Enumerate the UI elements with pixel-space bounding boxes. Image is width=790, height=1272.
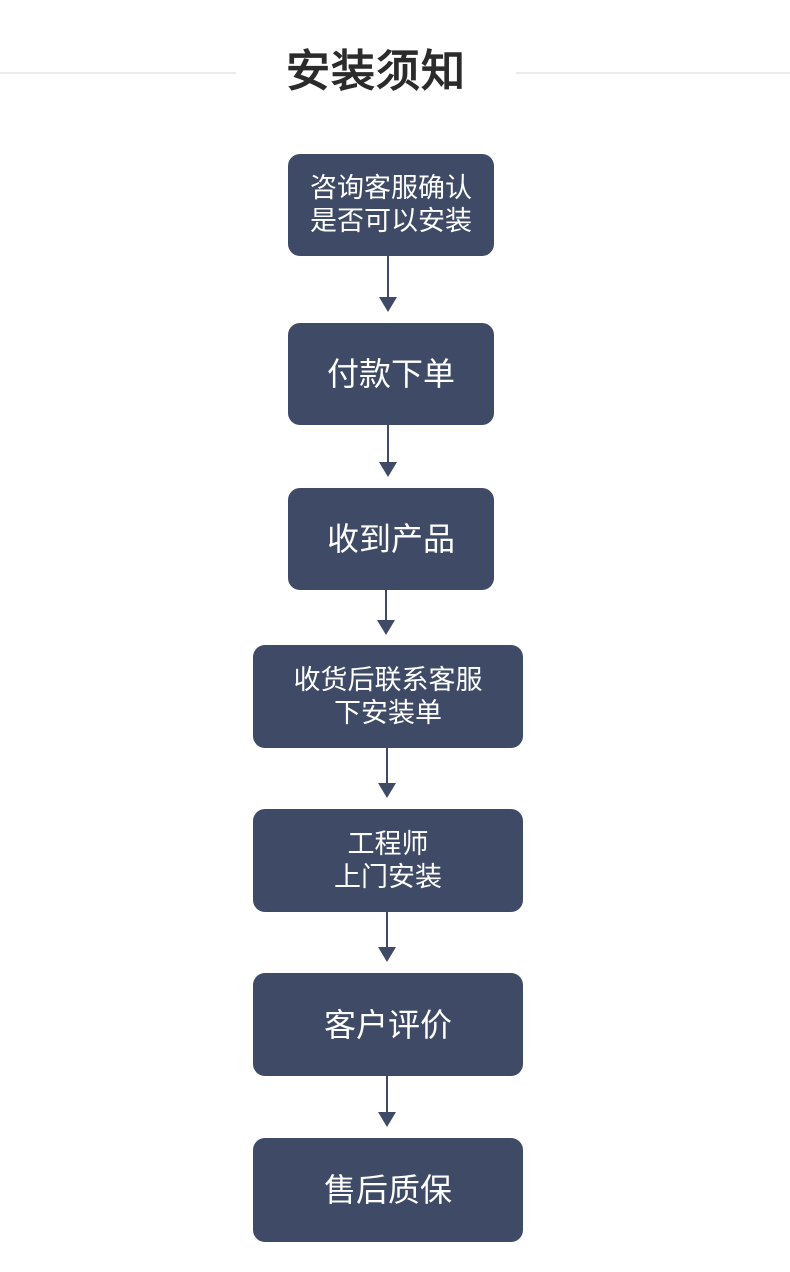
arrowhead-icon: [379, 297, 397, 312]
flow-step-line: 收货后联系客服: [293, 664, 483, 696]
arrowhead-icon: [378, 1112, 396, 1127]
flow-step-line: 下安装单: [334, 697, 442, 729]
flow-step-line: 是否可以安装: [310, 206, 472, 237]
flow-step-payment: 付款下单: [288, 323, 494, 425]
title-rule-left: [0, 72, 236, 74]
page-title: 安装须知: [286, 46, 466, 97]
title-rule-right: [516, 72, 790, 74]
arrowhead-icon: [377, 620, 395, 635]
arrowhead-icon: [379, 462, 397, 477]
flow-step-contact-service: 收货后联系客服 下安装单: [253, 645, 523, 748]
flow-connector: [387, 425, 389, 463]
flow-step-review: 客户评价: [253, 973, 523, 1076]
flow-step-warranty: 售后质保: [253, 1138, 523, 1242]
flow-step-line: 工程师: [347, 828, 429, 860]
flow-connector: [385, 590, 387, 621]
flow-connector: [386, 912, 388, 948]
flow-connector: [387, 256, 389, 298]
flow-step-line: 上门安装: [334, 861, 442, 893]
flow-step-consult: 咨询客服确认 是否可以安装: [288, 154, 494, 256]
flow-step-engineer: 工程师 上门安装: [253, 809, 523, 912]
arrowhead-icon: [378, 947, 396, 962]
flow-connector: [386, 748, 388, 784]
flow-step-line: 客户评价: [323, 1005, 452, 1044]
flow-step-line: 售后质保: [323, 1171, 452, 1209]
flow-step-receive: 收到产品: [288, 488, 494, 590]
flow-connector: [386, 1076, 388, 1113]
flow-step-line: 付款下单: [326, 355, 455, 393]
flow-step-line: 咨询客服确认: [310, 173, 472, 204]
flow-step-line: 收到产品: [326, 520, 455, 558]
arrowhead-icon: [378, 783, 396, 798]
